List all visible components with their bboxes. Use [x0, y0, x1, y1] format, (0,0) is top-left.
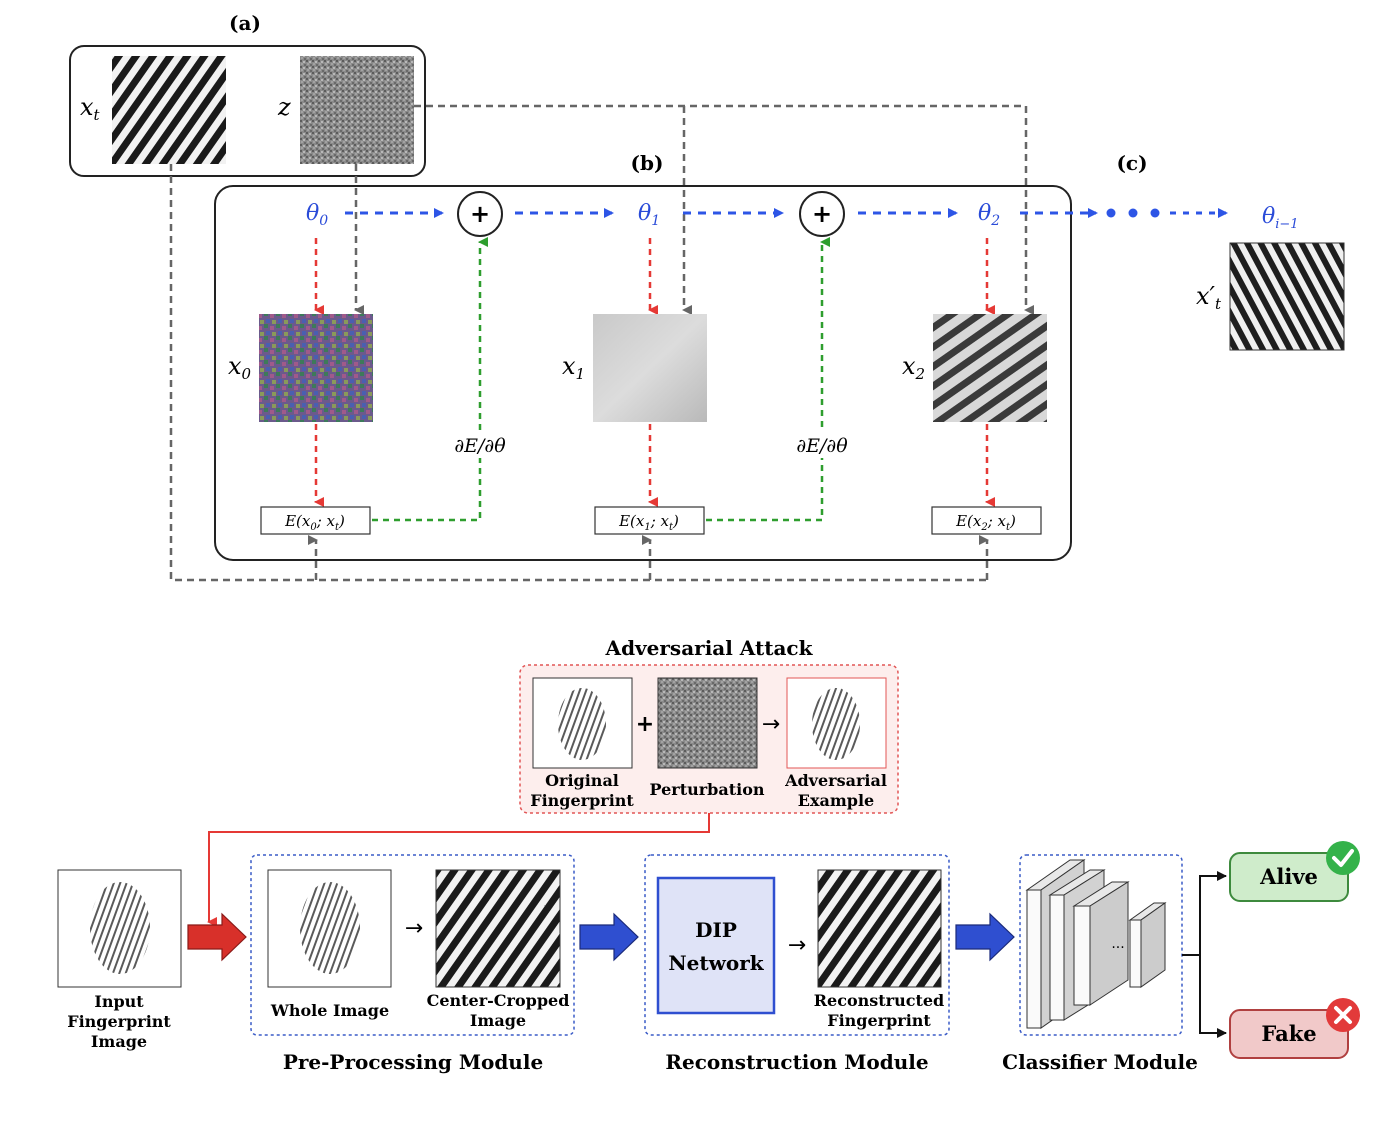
- adversarial-fingerprint-blob: [812, 688, 860, 760]
- grad-label-bg-1: [446, 432, 514, 458]
- input-label-1: Input: [94, 992, 144, 1011]
- preprocessing-module-title: Pre-Processing Module: [283, 1050, 543, 1074]
- blue-block-arrow-2: [955, 912, 1015, 962]
- target-fingerprint-image: [112, 56, 226, 164]
- x1-label: x1: [562, 352, 585, 383]
- reconstructed-fingerprint-image: [817, 869, 942, 988]
- reconstruction-arrow: →: [788, 933, 806, 958]
- theta-0-label: θ0: [306, 201, 328, 229]
- reconstructed-output-image: [1229, 242, 1345, 351]
- ellipsis-dot-3: [1150, 208, 1160, 218]
- attack-injection-line: [207, 813, 710, 927]
- adversarial-label-1: Adversarial: [784, 771, 887, 790]
- dip-network-box: [656, 876, 776, 1015]
- red-block-arrow: [187, 912, 247, 962]
- input-label-2: Fingerprint: [67, 1012, 171, 1031]
- noise-z-image: [300, 56, 414, 164]
- fake-box: [1229, 1009, 1349, 1059]
- input-label-3: Image: [91, 1032, 147, 1051]
- panel-a-box: [69, 45, 426, 177]
- fake-label: Fake: [1261, 1021, 1316, 1046]
- cnn-ellipsis: ...: [1111, 936, 1124, 952]
- ellipsis-dot-2: [1128, 208, 1138, 218]
- grad-label-bg-2: [788, 432, 856, 458]
- preprocessing-arrow: →: [405, 916, 423, 941]
- alive-branch-arrow: [1182, 871, 1227, 956]
- attack-title: Adversarial Attack: [605, 636, 814, 660]
- blue-block-arrow-1: [579, 912, 639, 962]
- xt-line-bottom: [169, 164, 987, 582]
- check-icon: [1326, 841, 1360, 875]
- panel-a-label: (a): [229, 11, 261, 35]
- energy-0-text: E(x0; xt): [284, 512, 345, 533]
- plus-1: +: [470, 200, 490, 228]
- attack-arrow: →: [762, 712, 780, 737]
- perturbation-thumb: [657, 677, 758, 769]
- cross-mark-icon: [1334, 1006, 1352, 1024]
- alive-label: Alive: [1259, 864, 1318, 889]
- ellipsis-dot-1: [1106, 208, 1116, 218]
- original-label-1: Original: [545, 771, 619, 790]
- theta-i-minus-1-label: θi−1: [1262, 204, 1299, 232]
- adversarial-label-2: Example: [798, 791, 874, 810]
- dip-label-2: Network: [668, 951, 764, 975]
- check-mark-icon: [1332, 849, 1354, 867]
- fake-branch-arrow: [1199, 955, 1227, 1038]
- z-label: z: [277, 93, 291, 121]
- panel-b-box: [214, 185, 1072, 561]
- panel-b-label: (b): [631, 151, 664, 175]
- energy-box-0: [260, 506, 371, 535]
- attack-plus: +: [636, 712, 654, 737]
- sum-node-1: [457, 191, 503, 237]
- grad-label-1: ∂E/∂θ: [454, 435, 506, 457]
- x-t-prime-label: x′t: [1196, 282, 1222, 313]
- plus-2: +: [812, 200, 832, 228]
- green-grad-arrow-2: [706, 237, 830, 522]
- center-cropped-label-1: Center-Cropped: [427, 991, 570, 1010]
- energy-box-2: [931, 506, 1042, 535]
- center-cropped-label-2: Image: [470, 1011, 526, 1030]
- grad-label-2: ∂E/∂θ: [796, 435, 848, 457]
- energy-1-text: E(x1; xt): [618, 512, 679, 533]
- energy-box-1: [594, 506, 705, 535]
- green-grad-arrow-1: [372, 237, 488, 522]
- dip-label-1: DIP: [695, 918, 737, 942]
- classifier-module-title: Classifier Module: [1002, 1050, 1198, 1074]
- x0-image: [259, 314, 373, 422]
- whole-image-blob: [300, 882, 360, 974]
- alive-box: [1229, 852, 1349, 902]
- reconstructed-label-2: Fingerprint: [827, 1011, 931, 1030]
- theta-1-label: θ1: [638, 201, 660, 229]
- x-t-label: xt: [80, 93, 101, 124]
- reconstruction-module-title: Reconstruction Module: [665, 1050, 928, 1074]
- x1-image: [593, 314, 707, 422]
- whole-image-label: Whole Image: [270, 1001, 389, 1020]
- panel-c-label: (c): [1116, 151, 1147, 175]
- energy-2-text: E(x2; xt): [955, 512, 1016, 533]
- theta-2-label: θ2: [978, 201, 1000, 229]
- x2-label: x2: [902, 352, 925, 383]
- original-fingerprint-blob: [558, 688, 606, 760]
- x0-label: x0: [228, 352, 252, 383]
- input-fingerprint-blob: [90, 882, 150, 974]
- reconstructed-label-1: Reconstructed: [814, 991, 944, 1010]
- perturbation-label: Perturbation: [650, 780, 765, 799]
- original-label-2: Fingerprint: [530, 791, 634, 810]
- center-cropped-image: [435, 869, 561, 988]
- x2-image: [933, 314, 1047, 422]
- sum-node-2: [799, 191, 845, 237]
- cnn-layers-icon: [1025, 859, 1167, 1029]
